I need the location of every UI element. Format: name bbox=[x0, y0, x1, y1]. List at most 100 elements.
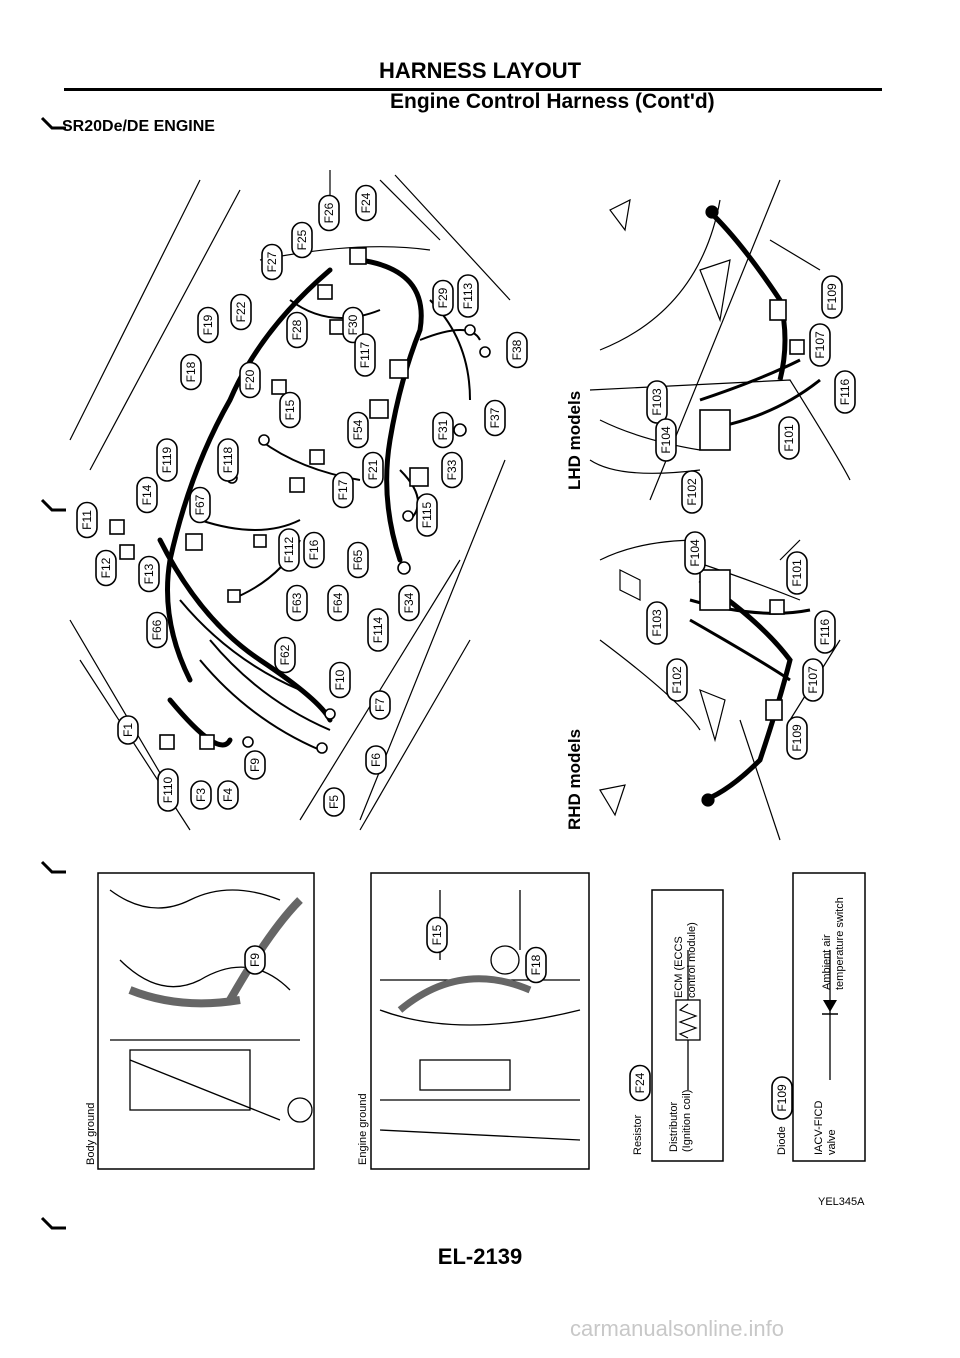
connector-label-text: F112 bbox=[282, 536, 296, 563]
connector-label-text: F28 bbox=[290, 319, 304, 340]
connector-label-text: F31 bbox=[436, 419, 450, 440]
diode-right-1: Ambient air bbox=[821, 934, 833, 990]
connector-label-text: F101 bbox=[782, 424, 796, 452]
lhd-connector-f101: F101 bbox=[778, 416, 800, 460]
connector-label-text: F25 bbox=[295, 229, 309, 250]
connector-label-text: F65 bbox=[351, 549, 365, 570]
connector-f38: F38 bbox=[506, 331, 528, 369]
connector-label-text: F22 bbox=[234, 301, 248, 322]
connector-label-text: F10 bbox=[333, 669, 347, 690]
connector-f7: F7 bbox=[369, 690, 391, 720]
connector-f30: F30 bbox=[342, 306, 364, 344]
connector-f28: F28 bbox=[286, 311, 308, 349]
diode-title: Diode bbox=[776, 1126, 788, 1155]
diode-left-2: valve bbox=[826, 1129, 838, 1155]
connector-f64: F64 bbox=[327, 584, 349, 622]
connector-f26: F26 bbox=[318, 194, 340, 232]
lhd-connector-f116: F116 bbox=[834, 370, 856, 414]
figure-code: YEL345A bbox=[818, 1196, 865, 1208]
connector-f65: F65 bbox=[347, 541, 369, 579]
rhd-detail bbox=[599, 539, 841, 841]
rhd-connector-f104: F104 bbox=[684, 531, 706, 575]
connector-f3: F3 bbox=[190, 780, 212, 810]
connector-label-text: F14 bbox=[140, 484, 154, 505]
connector-label-text: F29 bbox=[436, 287, 450, 308]
connector-f31: F31 bbox=[432, 411, 454, 449]
connector-f18: F18 bbox=[180, 353, 202, 391]
resistor-connector-f24: F24 bbox=[629, 1064, 651, 1102]
connector-label-text: F9 bbox=[248, 953, 262, 967]
connector-f67: F67 bbox=[189, 486, 211, 524]
connector-label-text: F7 bbox=[373, 698, 387, 712]
rhd-connector-f107: F107 bbox=[802, 658, 824, 702]
lhd-connector-f103: F103 bbox=[646, 380, 668, 424]
rhd-connector-f101: F101 bbox=[786, 551, 808, 595]
connector-f16: F16 bbox=[303, 531, 325, 569]
connector-label-text: F27 bbox=[265, 251, 279, 272]
body-ground-label: Body ground bbox=[85, 1103, 97, 1165]
connector-label-text: F18 bbox=[184, 361, 198, 382]
rhd-connector-f109: F109 bbox=[786, 716, 808, 760]
connector-f25: F25 bbox=[291, 221, 313, 259]
connector-f34: F34 bbox=[398, 584, 420, 622]
connector-label-text: F107 bbox=[806, 666, 820, 694]
page-number: EL-2139 bbox=[437, 1244, 523, 1269]
connector-f12: F12 bbox=[95, 549, 117, 587]
connector-label-text: F103 bbox=[650, 388, 664, 416]
connector-f11: F11 bbox=[76, 501, 98, 539]
engine-ground-label: Engine ground bbox=[357, 1093, 369, 1165]
connector-label-text: F18 bbox=[529, 954, 543, 975]
connector-label-text: F102 bbox=[670, 666, 684, 694]
connector-label-text: F109 bbox=[790, 724, 804, 752]
connector-f113: F113 bbox=[457, 274, 479, 318]
connector-f37: F37 bbox=[484, 399, 506, 437]
connector-label-text: F26 bbox=[322, 202, 336, 223]
connector-f13: F13 bbox=[138, 555, 160, 593]
rhd-label: RHD models bbox=[565, 729, 584, 830]
connector-f63: F63 bbox=[286, 584, 308, 622]
connector-label-text: F104 bbox=[659, 426, 673, 454]
diode-box bbox=[792, 872, 866, 1162]
connector-f6: F6 bbox=[365, 745, 387, 775]
connector-label-text: F12 bbox=[99, 557, 113, 578]
connector-label-text: F5 bbox=[327, 795, 341, 809]
connector-label-text: F63 bbox=[290, 592, 304, 613]
connector-label-text: F24 bbox=[633, 1072, 647, 1093]
connector-label-text: F67 bbox=[193, 494, 207, 515]
resistor-left-1: Distributor bbox=[668, 1102, 680, 1152]
rhd-connector-f103: F103 bbox=[646, 601, 668, 645]
lhd-connector-f104: F104 bbox=[655, 418, 677, 462]
connector-f66: F66 bbox=[146, 611, 168, 649]
photo2-connector-f15: F15 bbox=[426, 916, 448, 954]
connector-f19: F19 bbox=[197, 306, 219, 344]
connector-label-text: F110 bbox=[161, 776, 175, 803]
connector-label-text: F38 bbox=[510, 339, 524, 360]
title-rule bbox=[64, 88, 882, 91]
connector-f10: F10 bbox=[329, 661, 351, 699]
diode-connector-f109: F109 bbox=[771, 1076, 793, 1120]
connector-label-text: F116 bbox=[818, 618, 832, 645]
connector-label-text: F24 bbox=[359, 192, 373, 213]
connector-f110: F110 bbox=[157, 768, 179, 812]
connector-label-text: F54 bbox=[351, 419, 365, 440]
connector-label-text: F17 bbox=[336, 479, 350, 500]
connector-label-text: F34 bbox=[402, 592, 416, 613]
photo2-connector-f18: F18 bbox=[525, 946, 547, 984]
connector-label-text: F66 bbox=[150, 619, 164, 640]
connector-f20: F20 bbox=[239, 361, 261, 399]
connector-label-text: F109 bbox=[825, 283, 839, 311]
connector-label-text: F119 bbox=[160, 446, 174, 473]
connector-label-text: F114 bbox=[371, 616, 385, 643]
connector-label-text: F15 bbox=[430, 924, 444, 945]
diode-left-1: IACV-FICD bbox=[813, 1101, 825, 1155]
resistor-left-2: (Ignition coil) bbox=[681, 1090, 693, 1152]
connector-f5: F5 bbox=[323, 787, 345, 817]
page-title: HARNESS LAYOUT bbox=[378, 58, 582, 83]
diode-right-2: temperature switch bbox=[834, 897, 846, 990]
connector-label-text: F64 bbox=[331, 592, 345, 613]
page-subtitle: Engine Control Harness (Cont'd) bbox=[390, 90, 715, 113]
connector-label-text: F37 bbox=[488, 407, 502, 428]
connector-label-text: F15 bbox=[283, 399, 297, 420]
